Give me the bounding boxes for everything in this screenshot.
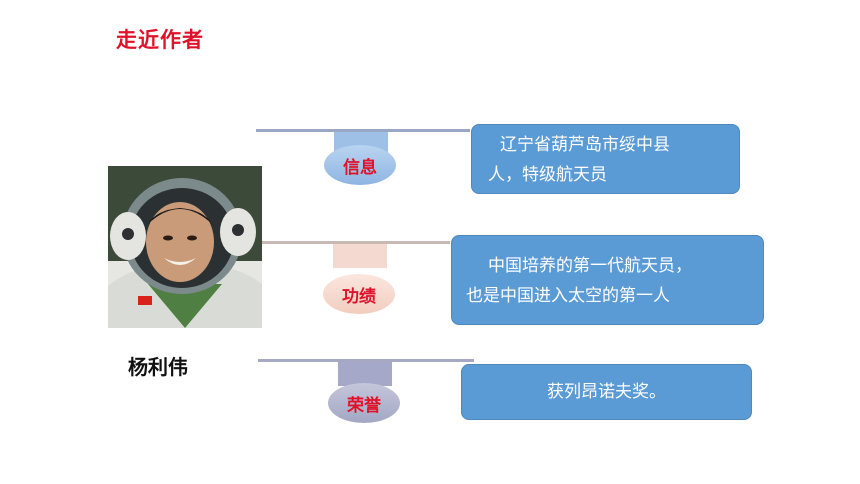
badge-info: 信息 xyxy=(324,145,396,185)
achievement-line-2: 也是中国进入太空的第一人 xyxy=(466,286,670,306)
connector-line-achievement xyxy=(262,241,450,244)
connector-line-info xyxy=(256,129,470,132)
tab-achievement xyxy=(333,244,387,268)
person-name: 杨利伟 xyxy=(128,355,188,379)
honor-line-1: 获列昂诺夫奖。 xyxy=(547,382,666,402)
tab-honor xyxy=(338,362,392,386)
badge-achievement: 功绩 xyxy=(323,274,395,314)
slide-title: 走近作者 xyxy=(116,28,204,52)
info-box: 辽宁省葫芦岛市绥中县 人，特级航天员 xyxy=(471,124,740,194)
connector-line-honor xyxy=(258,359,474,362)
achievement-line-1: 中国培养的第一代航天员， xyxy=(488,256,692,276)
achievement-box: 中国培养的第一代航天员， 也是中国进入太空的第一人 xyxy=(451,235,764,325)
badge-honor: 荣誉 xyxy=(328,383,400,423)
info-line-1: 辽宁省葫芦岛市绥中县 xyxy=(500,135,670,155)
honor-box: 获列昂诺夫奖。 xyxy=(461,364,752,420)
astronaut-portrait xyxy=(108,166,262,328)
info-line-2: 人，特级航天员 xyxy=(488,165,607,185)
